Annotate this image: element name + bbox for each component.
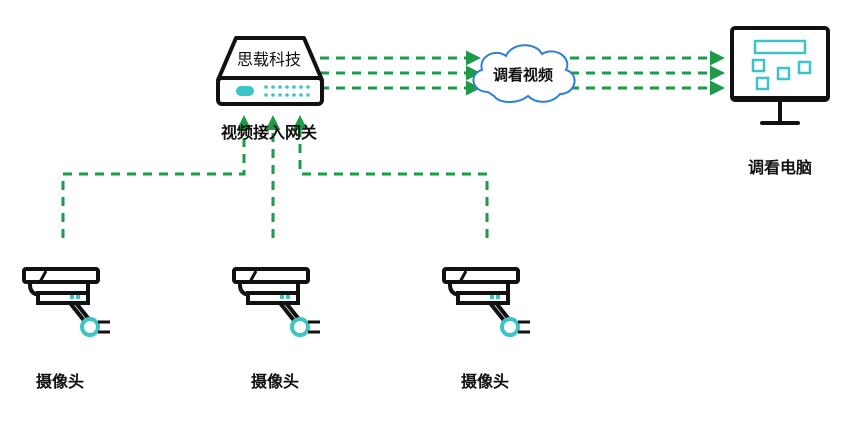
camera-label: 摄像头 [36, 372, 84, 391]
computer-label: 调看电脑 [748, 158, 812, 177]
screen-block-icon [797, 60, 812, 75]
camera-1 [22, 267, 110, 337]
cloud: 调看视频 [472, 44, 576, 103]
camera-icon [442, 267, 530, 337]
gateway-to-cloud-links [320, 50, 481, 96]
camera-to-gateway-links [61, 115, 489, 238]
camera-label: 摄像头 [461, 372, 509, 391]
screen-block-icon [751, 58, 766, 73]
computer-monitor [730, 26, 830, 125]
link-line [61, 115, 252, 238]
screen-block-icon [755, 76, 770, 91]
camera-2 [232, 267, 320, 337]
screen-window-icon [753, 39, 807, 55]
link-line [292, 115, 489, 238]
gateway-label: 视频接入网关 [221, 123, 317, 142]
camera-icon [232, 267, 320, 337]
screen-block-icon [776, 66, 791, 81]
monitor-screen [730, 26, 830, 102]
gateway-port-dots [264, 85, 310, 97]
cloud-label: 调看视频 [493, 66, 553, 84]
gateway-power-icon [236, 86, 254, 96]
gateway-device: 思载科技 [216, 36, 324, 106]
gateway-brand-text: 思载科技 [237, 50, 301, 69]
camera-3 [442, 267, 530, 337]
camera-label: 摄像头 [251, 372, 299, 391]
cloud-icon [472, 44, 576, 103]
cloud-to-computer-links [570, 50, 725, 96]
gateway-base [216, 76, 324, 106]
camera-icon [22, 267, 110, 337]
